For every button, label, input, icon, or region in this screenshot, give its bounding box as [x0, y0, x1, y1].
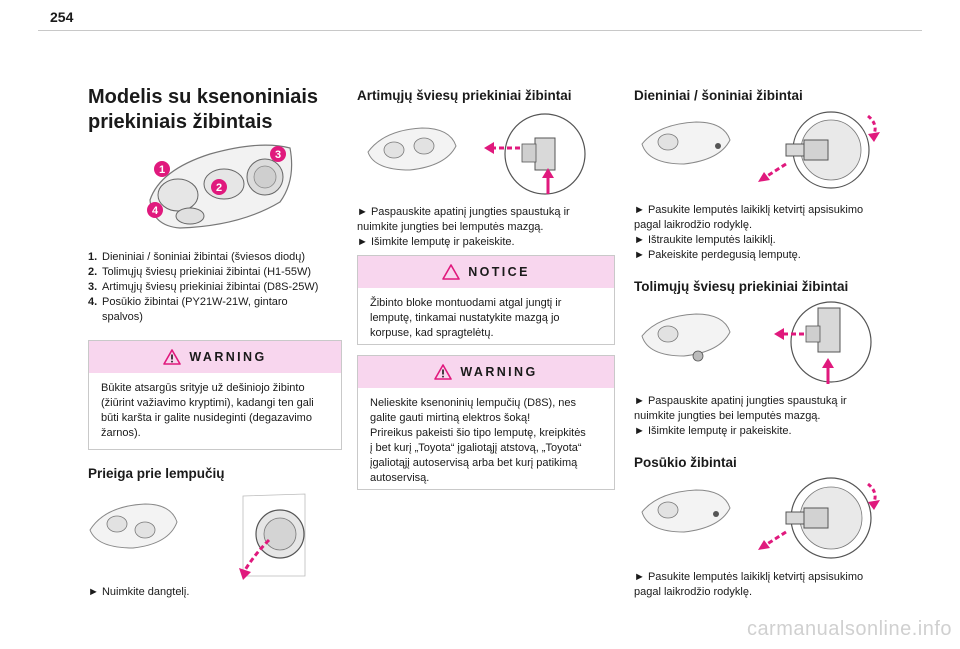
step-line: ► Išimkite lemputę ir pakeiskite.: [634, 425, 792, 437]
notice-title: NOTICE: [468, 265, 530, 279]
callout-3: 3: [270, 146, 286, 162]
step-line: pagal laikrodžio rodyklę.: [634, 586, 753, 598]
turn-signal-heading: Posūkio žibintai: [634, 455, 737, 470]
callout-1: 1: [154, 161, 170, 177]
step-line: ► Paspauskite apatinį jungties spaustuką…: [634, 395, 847, 407]
access-step: ► Nuimkite dangtelį.: [88, 586, 190, 598]
page-title-line-2: priekiniais žibintais: [88, 111, 273, 133]
xenon-warning-text: Nelieskite ksenoninių lempučių (D8S), ne…: [370, 397, 586, 484]
high-beam-illustration: [636, 298, 886, 386]
notice-header: NOTICE: [358, 256, 614, 288]
list-item: 4.Posūkio žibintai (PY21W-21W, gintaro: [88, 296, 288, 308]
step-line: ► Išimkite lemputę ir pakeiskite.: [357, 236, 515, 248]
step-line: ► Pasukite lemputės laikiklį ketvirtį ap…: [634, 204, 864, 216]
watermark: carmanualsonline.info: [746, 618, 952, 640]
callout-4-label: 4: [152, 205, 159, 217]
xenon-warning-header: WARNING: [358, 356, 614, 388]
xenon-warning-box: WARNING Nelieskite ksenoninių lempučių (…: [357, 355, 615, 490]
step-line: ► Ištraukite lemputės laikiklį.: [634, 234, 776, 246]
headlamp-numbered-illustration: 1 2 3 4: [140, 140, 300, 232]
turn-signal-steps: ► Pasukite lemputės laikiklį ketvirtį ap…: [634, 570, 904, 600]
drl-illustration: [636, 108, 886, 193]
list-item: 1.Dieniniai / šoniniai žibintai (šviesos…: [88, 251, 305, 263]
warning-text: Būkite atsargūs srityje už dešiniojo žib…: [101, 382, 314, 439]
notice-triangle-icon: [442, 264, 460, 280]
list-item: spalvos): [102, 311, 143, 323]
high-beam-steps: ► Paspauskite apatinį jungties spaustuką…: [634, 394, 904, 439]
page-number: 254: [50, 9, 74, 25]
callout-1-label: 1: [159, 164, 165, 176]
list-item: 2.Tolimųjų šviesų priekiniai žibintai (H…: [88, 266, 312, 278]
page-title-line-1: Modelis su ksenoniniais: [88, 86, 319, 108]
top-divider: [38, 30, 922, 31]
access-heading: Prieiga prie lempučių: [88, 466, 225, 481]
warning-title: WARNING: [189, 350, 267, 364]
warning-box: WARNING Būkite atsargūs srityje už dešin…: [88, 340, 342, 450]
step-line: ► Pakeiskite perdegusią lemputę.: [634, 249, 801, 261]
notice-text: Žibinto bloke montuodami atgal jungtį ir…: [370, 297, 562, 339]
callout-2: 2: [211, 179, 227, 195]
xenon-warning-title: WARNING: [460, 365, 538, 379]
callout-4: 4: [147, 202, 163, 218]
drl-heading: Dieniniai / šoniniai žibintai: [634, 88, 803, 103]
warning-triangle-icon: [434, 364, 453, 380]
step-line: nuimkite jungties bei lemputės mazgą.: [357, 221, 544, 233]
callout-3-label: 3: [275, 149, 281, 161]
step-line: ► Paspauskite apatinį jungties spaustuką…: [357, 206, 570, 218]
low-beam-heading: Artimųjų šviesų priekiniai žibintai: [357, 88, 572, 103]
access-cover-illustration: [85, 490, 320, 580]
bulb-list: 1.Dieniniai / šoniniai žibintai (šviesos…: [88, 250, 348, 325]
warning-triangle-icon: [163, 349, 182, 365]
turn-signal-illustration: [636, 474, 886, 562]
step-line: ► Pasukite lemputės laikiklį ketvirtį ap…: [634, 571, 864, 583]
low-beam-illustration: [360, 110, 600, 200]
notice-box: NOTICE Žibinto bloke montuodami atgal ju…: [357, 255, 615, 345]
callout-2-label: 2: [216, 182, 222, 194]
warning-header: WARNING: [89, 341, 341, 373]
step-line: pagal laikrodžio rodyklę.: [634, 219, 753, 231]
low-beam-steps: ► Paspauskite apatinį jungties spaustuką…: [357, 205, 617, 250]
page-title: Modelis su ksenoniniais priekiniais žibi…: [88, 85, 338, 135]
drl-steps: ► Pasukite lemputės laikiklį ketvirtį ap…: [634, 203, 904, 263]
high-beam-heading: Tolimųjų šviesų priekiniai žibintai: [634, 279, 849, 294]
list-item: 3.Artimųjų šviesų priekiniai žibintai (D…: [88, 281, 319, 293]
step-line: nuimkite jungties bei lemputės mazgą.: [634, 410, 821, 422]
